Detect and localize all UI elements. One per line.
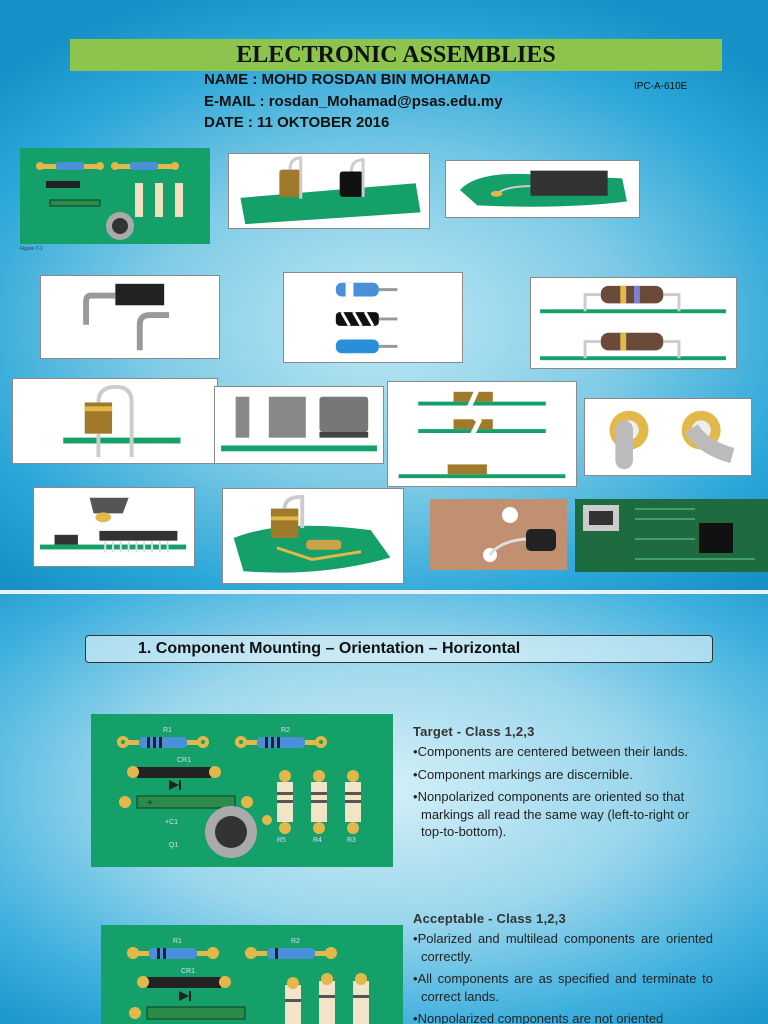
label-cr1-acceptable: CR1 [181,968,195,975]
title-slide: ELECTRONIC ASSEMBLIES NAME : MOHD ROSDAN… [0,0,768,590]
board-diagram-target: R1 R2 CR1 +C1 Q1 R5 R4 R3 + [91,714,393,867]
acceptable-block: Acceptable - Class 1,2,3 Polarized and m… [413,911,713,1024]
date-line: DATE : 11 OKTOBER 2016 [204,114,390,131]
svg-text:+: + [147,798,153,809]
label-r4: R4 [313,837,322,844]
photo-lead-image [430,499,567,570]
vertical-clearance-image [12,378,218,464]
lead-bend-image [40,275,220,359]
figure-caption: Figure 7-1 [20,246,43,252]
target-title: Target - Class 1,2,3 [413,724,535,739]
ic-mount-image [33,487,195,567]
pcb-layout-image [20,148,210,244]
label-q1: Q1 [169,842,178,849]
label-cr1: CR1 [177,757,191,764]
target-bullet-3: Nonpolarized components are oriented so … [413,788,713,841]
acceptable-title: Acceptable - Class 1,2,3 [413,911,566,926]
smd-mount-image [445,160,640,218]
target-block: Target - Class 1,2,3 Components are cent… [413,724,713,846]
capacitor-mount-image [214,386,384,464]
target-bullet-2: Component markings are discernible. [413,766,713,784]
target-bullet-1: Components are centered between their la… [413,743,713,761]
label-r1: R1 [163,727,172,734]
acceptable-bullet-1: Polarized and multilead components are o… [413,930,713,965]
standard-label: IPC-A-610E [634,81,688,92]
multilayer-mount-image [387,381,577,487]
lead-stress-image [283,272,463,363]
mixed-mount-image [222,488,404,584]
orientation-slide: 1. Component Mounting – Orientation – Ho… [0,594,768,1024]
section-heading: 1. Component Mounting – Orientation – Ho… [85,635,713,663]
label-r2: R2 [281,727,290,734]
author-email: E-MAIL : rosdan_Mohamad@psas.edu.my [204,93,503,110]
vertical-mount-image [228,153,430,229]
label-r1-acceptable: R1 [173,938,182,945]
acceptable-bullet-3: Nonpolarized components are not oriented [413,1010,713,1024]
photo-pcb-image [575,499,768,572]
horizontal-height-image [530,277,737,369]
author-name: NAME : MOHD ROSDAN BIN MOHAMAD [204,71,491,88]
label-c1: +C1 [165,819,178,826]
label-r2-acceptable: R2 [291,938,300,945]
label-r3: R3 [347,837,356,844]
slide-divider [0,590,768,594]
board-diagram-acceptable: R1 R2 CR1 [101,925,403,1024]
lead-in-hole-image [584,398,752,476]
acceptable-bullet-2: All components are as specified and term… [413,970,713,1005]
label-r5: R5 [277,837,286,844]
title-band: ELECTRONIC ASSEMBLIES [70,39,722,71]
